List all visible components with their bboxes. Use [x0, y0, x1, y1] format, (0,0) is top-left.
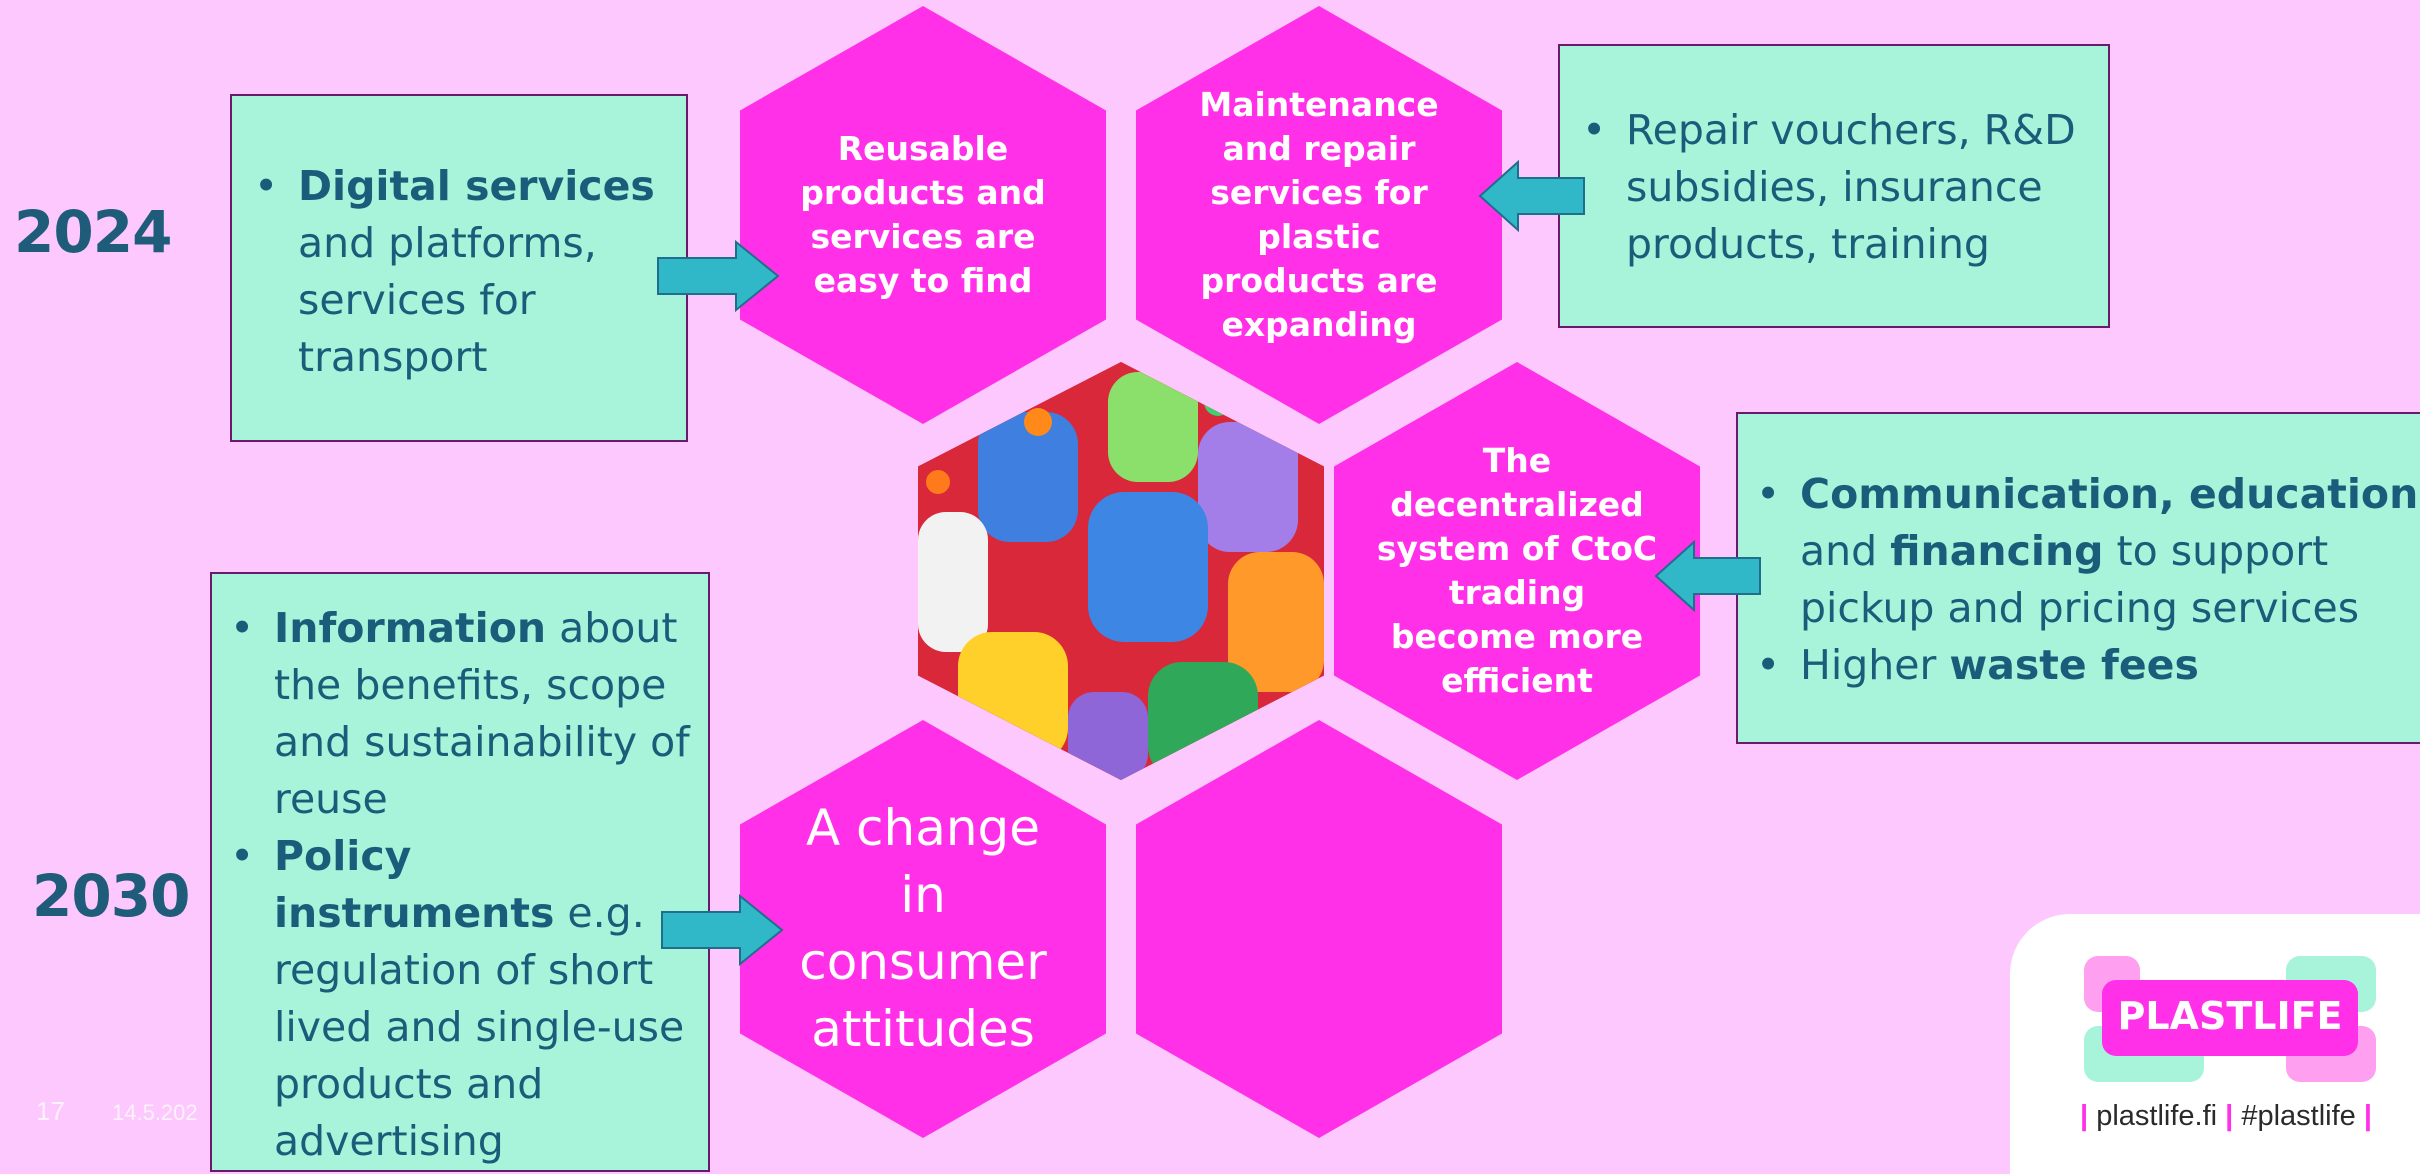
digital-services-bullet: Digital services and platforms, services…	[242, 158, 666, 386]
hex-toy-cars-photo	[918, 362, 1324, 780]
footer-date: 14.5.202	[112, 1100, 198, 1125]
toy-cars-image	[918, 362, 1324, 780]
communication-bullet: Communication, education and financing t…	[1744, 466, 2420, 637]
arrow-right-information	[661, 894, 784, 966]
information-box: Information about the benefits, scope an…	[210, 572, 710, 1172]
logo-hashtag[interactable]: #plastlife	[2241, 1100, 2356, 1132]
hex-reusable-products: Reusable products and services are easy …	[740, 6, 1106, 424]
year-2024-label: 2024	[14, 198, 172, 266]
information-bullet: Policy instruments e.g. regulation of sh…	[218, 828, 698, 1170]
logo-wordmark: PLASTLIFE	[2117, 994, 2343, 1038]
arrow-right-digital	[657, 240, 780, 312]
communication-bullet: Higher waste fees	[1744, 637, 2420, 694]
logo-url[interactable]: plastlife.fi	[2096, 1100, 2218, 1132]
information-bullet: Information about the benefits, scope an…	[218, 600, 698, 828]
hex-empty	[1136, 720, 1502, 1138]
year-2030-label: 2030	[32, 862, 190, 930]
logo-url-line: | plastlife.fi | #plastlife |	[2080, 1100, 2372, 1132]
digital-services-box: Digital services and platforms, services…	[230, 94, 688, 442]
repair-vouchers-bullet: Repair vouchers, R&D subsidies, insuranc…	[1570, 102, 2088, 273]
arrow-left-communication	[1654, 540, 1761, 612]
hex-decentralized-trading: The decentralized system of CtoC trading…	[1334, 362, 1700, 780]
plastlife-logo-icon	[2084, 956, 2376, 1082]
repair-vouchers-box: Repair vouchers, R&D subsidies, insuranc…	[1558, 44, 2110, 328]
hex-consumer-attitudes: A change in consumer attitudes	[740, 720, 1106, 1138]
page-number: 17	[36, 1096, 65, 1126]
arrow-left-repair	[1478, 160, 1585, 232]
hex-maintenance-repair: Maintenance and repair services for plas…	[1136, 6, 1502, 424]
communication-box: Communication, education and financing t…	[1736, 412, 2420, 744]
